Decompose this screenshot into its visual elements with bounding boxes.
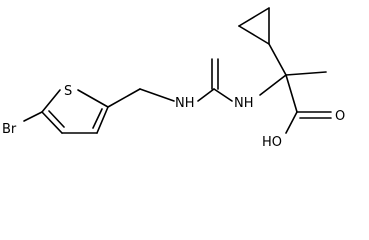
- atom-ho: HO: [262, 135, 282, 150]
- bond-br-c5: [23, 111, 43, 122]
- bond-cacid-oh: [285, 111, 298, 134]
- bond-c-urea-nh2: [213, 88, 233, 102]
- bond-c5-s: [41, 89, 61, 113]
- atom-nh-right: NH: [234, 96, 254, 111]
- atom-o-acid: O: [335, 109, 345, 124]
- atom-labels: Br S NH NH O HO: [2, 84, 345, 150]
- atom-br: Br: [2, 122, 17, 137]
- bond-cp2-cp3: [238, 7, 270, 27]
- bond-cq-cp1: [268, 43, 287, 76]
- structure-diagram: Br S NH NH O HO: [2, 7, 345, 150]
- bond-c4-c5: [41, 111, 63, 134]
- bond-c4-c5-inner: [48, 110, 65, 128]
- bond-nh2-cq: [259, 74, 287, 96]
- bond-cq-cacid: [285, 74, 298, 113]
- atom-s: S: [64, 84, 72, 99]
- bond-c2-c3-inner: [92, 108, 103, 129]
- bond-cq-methyl: [285, 71, 327, 76]
- bonds: [23, 7, 332, 134]
- bond-c2-c3: [96, 106, 109, 134]
- bond-cp3-cp1: [238, 25, 270, 45]
- bond-c2-ch2: [107, 88, 141, 108]
- bond-s-c2: [77, 89, 109, 108]
- bond-ch2-nh1: [139, 88, 175, 102]
- bond-nh1-c-urea: [197, 88, 215, 102]
- atom-nh-left: NH: [175, 96, 195, 111]
